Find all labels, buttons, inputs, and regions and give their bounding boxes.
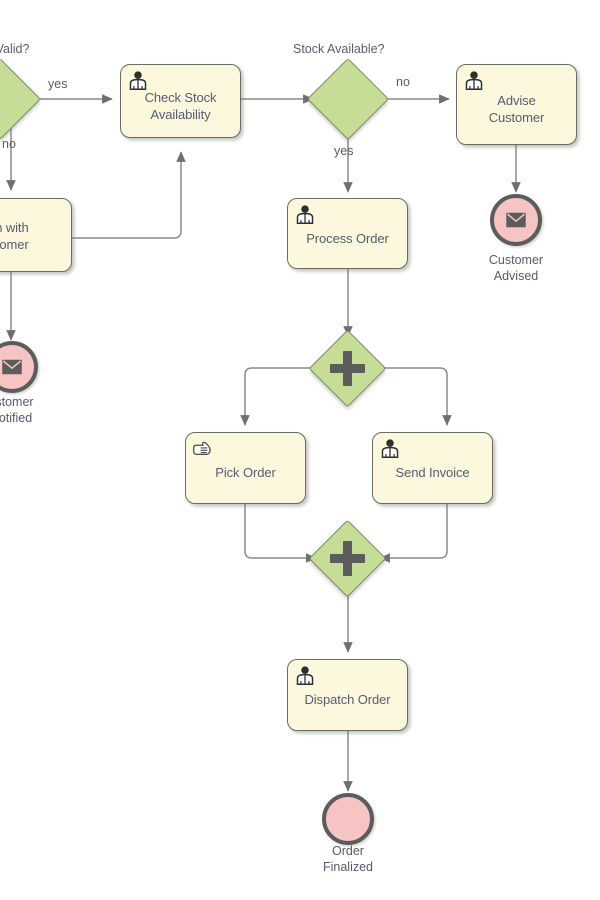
- task-label: rm with tomer: [0, 220, 29, 252]
- gateway-label-stock-available: Stock Available?: [293, 42, 385, 56]
- flow-label-valid-no: no: [2, 137, 16, 151]
- task-label: Pick Order: [215, 465, 276, 480]
- user-task-icon: [129, 71, 147, 90]
- task-label: Advise Customer: [488, 93, 545, 125]
- user-task-icon: [296, 205, 314, 224]
- envelope-icon: [2, 359, 22, 375]
- user-task-icon: [381, 439, 399, 458]
- task-send-invoice[interactable]: Send Invoice: [372, 432, 493, 504]
- flow-split-to-pick: [240, 367, 322, 426]
- event-customer-notified[interactable]: [0, 341, 38, 393]
- task-confirm-with-customer[interactable]: rm with tomer: [0, 198, 72, 272]
- flow-label-stock-no: no: [396, 75, 410, 89]
- flow-invoice-to-join: [379, 504, 448, 563]
- flow-label-valid-yes: yes: [48, 77, 68, 91]
- gateway-label-order-valid: r Valid?: [0, 42, 30, 56]
- event-label-order-finalized: Order Finalized: [322, 844, 374, 874]
- event-customer-advised[interactable]: [490, 194, 542, 246]
- task-check-stock-availability[interactable]: Check Stock Availability: [120, 64, 241, 138]
- task-label: Send Invoice: [395, 465, 470, 480]
- task-label: Process Order: [306, 230, 389, 246]
- gateway-order-valid[interactable]: [0, 57, 42, 141]
- flow-label-stock-yes: yes: [334, 144, 354, 158]
- flow-pick-to-join: [244, 504, 317, 563]
- gateway-parallel-split[interactable]: [308, 329, 387, 408]
- event-label-customer-advised: Customer Advised: [488, 253, 544, 283]
- envelope-icon: [506, 212, 526, 228]
- task-pick-order[interactable]: Pick Order: [185, 432, 306, 504]
- manual-task-icon: [193, 441, 211, 456]
- task-label: Dispatch Order: [304, 692, 391, 707]
- flow-split-to-invoice: [374, 367, 452, 426]
- event-label-customer-notified: ustomer Notified: [0, 395, 34, 425]
- user-task-icon: [465, 71, 483, 90]
- task-advise-customer[interactable]: Advise Customer: [456, 64, 577, 145]
- flow-confirm-loopback: [72, 151, 186, 239]
- gateway-stock-available[interactable]: [306, 57, 390, 141]
- task-label: Check Stock Availability: [144, 89, 217, 122]
- gateway-parallel-join[interactable]: [308, 519, 387, 598]
- task-dispatch-order[interactable]: Dispatch Order: [287, 659, 408, 731]
- event-order-finalized[interactable]: [322, 793, 374, 845]
- task-process-order[interactable]: Process Order: [287, 198, 408, 269]
- user-task-icon: [296, 666, 314, 685]
